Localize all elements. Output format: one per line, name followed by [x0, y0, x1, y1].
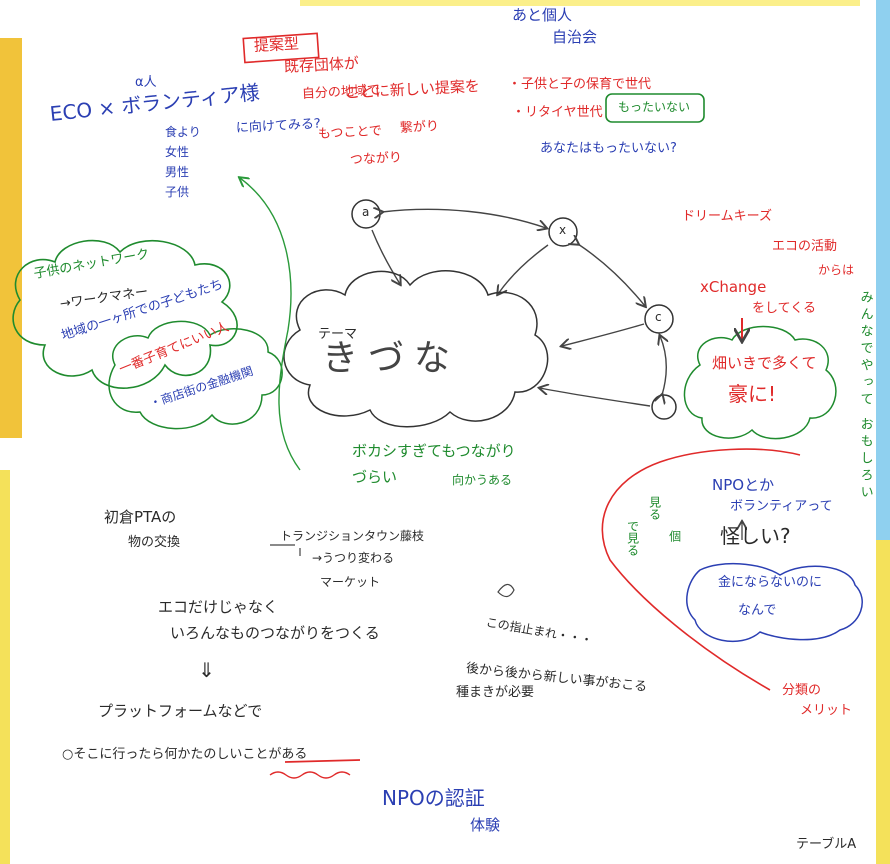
eco-list-1: 食より	[165, 125, 201, 139]
npo-side-1: 見る	[647, 496, 662, 520]
eco-dake-2: いろんなものつながりをつくる	[170, 624, 380, 642]
bokashi-3: 向かうある	[452, 473, 513, 487]
eco-alpha: α人	[135, 75, 157, 90]
left-bottom-yellow-strip	[0, 470, 10, 864]
transition-2: →うつり変わる	[312, 551, 395, 565]
eco-activity-1: エコの活動	[772, 239, 838, 254]
eco-list-2: 女性	[165, 145, 190, 159]
node-label-a: a	[362, 205, 370, 219]
npo-box-3: 怪しい?	[720, 524, 791, 548]
top-center-line2: 自治会	[552, 28, 598, 46]
red-sub-3: つながり	[349, 150, 403, 168]
soko-line: ○そこに行ったら何かたのしいことがある	[62, 747, 308, 762]
bunrui-1: 分類の	[782, 683, 822, 698]
bokashi-1: ボカシすぎてもつながり	[352, 442, 516, 460]
eco-activity-2: からは	[818, 263, 855, 277]
node-label-x: x	[559, 223, 567, 237]
vertical-right: みんなでやって おもしろい	[857, 290, 873, 503]
hataraku-1: 畑いきで多くて	[712, 354, 817, 372]
center-word: きづな	[322, 338, 461, 379]
npo-bottom-2: 体験	[470, 816, 501, 834]
center-small: テーマ	[318, 327, 358, 342]
market-label: マーケット	[320, 575, 381, 589]
top-yellow-strip	[300, 0, 860, 6]
npo-box-1: NPOとか	[712, 476, 775, 494]
hataraku-2: 豪に!	[728, 382, 777, 406]
mottainai-box: もったいない	[618, 100, 691, 114]
red-box-label: 提案型	[253, 34, 300, 55]
right-blue-strip	[876, 0, 890, 540]
top-center-line1: あと個人	[512, 6, 573, 24]
left-bottom-2: 物の交換	[128, 535, 181, 550]
xchange-label: xChange	[700, 278, 767, 296]
transition-1: トランジションタウン藤枝	[280, 529, 425, 543]
xchange-sub: をしてくる	[752, 301, 816, 316]
kane-2: なんで	[738, 603, 777, 618]
right-top-red-2: ・リタイヤ世代	[512, 105, 603, 120]
left-bottom-1: 初倉PTAの	[104, 508, 177, 526]
bunrui-2: メリット	[800, 703, 853, 718]
red-sub-1: もつことで	[317, 123, 383, 142]
left-yellow-strip	[0, 38, 22, 438]
down-arrow: ⇓	[198, 658, 215, 682]
eco-dake-1: エコだけじゃなく	[158, 598, 279, 616]
red-sub-2: 繋がり	[399, 118, 440, 136]
platform: プラットフォームなどで	[98, 702, 263, 720]
right-top-red-1: ・子供と子の保育で世代	[508, 77, 652, 92]
npo-side-2: で見る	[625, 520, 640, 556]
node-d	[651, 394, 677, 420]
table-label: テーブルA	[796, 837, 857, 852]
anata-question: あなたはもったいない?	[540, 141, 677, 156]
bokashi-2: づらい	[352, 468, 398, 486]
node-label-c: c	[655, 310, 662, 324]
npo-bottom-1: NPOの認証	[382, 786, 485, 810]
npo-side-3: 個	[667, 530, 682, 542]
kane-1: 金にならないのに	[718, 575, 823, 590]
dreams-label: ドリームキーズ	[682, 209, 772, 224]
eco-list-4: 子供	[165, 185, 190, 199]
right-yellow-strip	[876, 540, 890, 864]
kono-3: 種まきが必要	[456, 685, 535, 700]
npo-box-2: ボランティアって	[730, 499, 833, 514]
eco-list-3: 男性	[165, 165, 190, 179]
